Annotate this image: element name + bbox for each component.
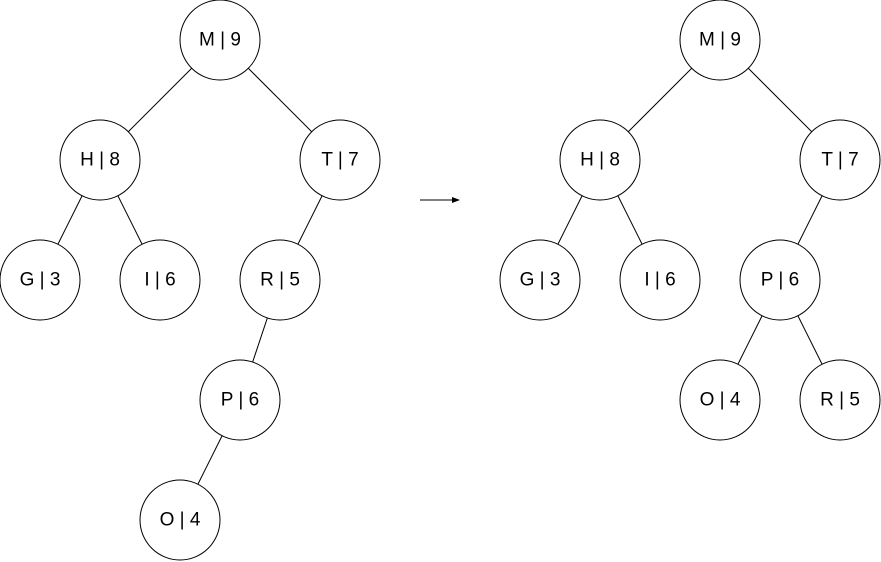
node-circle [179,0,261,81]
node-circle [59,119,141,201]
tree-edge-before-H-G [57,195,83,245]
tree-node-after-R: R | 5 [799,359,881,441]
node-label: I | 6 [144,270,175,291]
node-label: R | 5 [260,270,300,291]
node-circle [0,239,81,321]
tree-node-before-G: G | 3 [0,239,81,321]
tree-node-before-I: I | 6 [119,239,201,321]
node-label: O | 4 [700,390,741,411]
tree-edge-before-R-P [252,317,268,363]
tree-node-after-O: O | 4 [679,359,761,441]
tree-edge-before-H-I [117,195,143,245]
tree-node-after-G: G | 3 [499,239,581,321]
tree-edge-before-P-O [197,435,223,485]
node-circle [139,479,221,561]
tree-node-before-O: O | 4 [139,479,221,561]
tree-edge-after-H-I [617,195,643,245]
node-circle [679,0,761,81]
node-label: T | 7 [321,150,358,171]
node-label: I | 6 [644,270,675,291]
node-circle [199,359,281,441]
node-circle [619,239,701,321]
node-circle [679,359,761,441]
edges-layer [57,67,823,485]
tree-node-before-P: P | 6 [199,359,281,441]
node-circle [559,119,641,201]
tree-node-before-H: H | 8 [59,119,141,201]
tree-node-before-R: R | 5 [239,239,321,321]
tree-node-before-T: T | 7 [299,119,381,201]
tree-edge-after-P-R [797,315,823,365]
tree-node-after-P: P | 6 [739,239,821,321]
node-circle [739,239,821,321]
node-circle [799,359,881,441]
tree-node-after-I: I | 6 [619,239,701,321]
node-circle [239,239,321,321]
node-label: R | 5 [820,390,860,411]
node-label: O | 4 [160,510,201,531]
node-circle [499,239,581,321]
node-circle [799,119,881,201]
tree-edge-after-T-P [797,195,823,245]
node-label: M | 9 [699,30,741,51]
node-label: H | 8 [580,150,620,171]
tree-node-after-H: H | 8 [559,119,641,201]
node-label: T | 7 [821,150,858,171]
tree-edge-after-M-T [747,67,813,133]
node-label: G | 3 [20,270,61,291]
node-circle [299,119,381,201]
node-circle [119,239,201,321]
node-label: P | 6 [761,270,799,291]
tree-edge-after-P-O [737,315,763,365]
node-label: H | 8 [80,150,120,171]
tree-node-before-M: M | 9 [179,0,261,81]
tree-edge-before-M-H [127,67,193,133]
node-label: P | 6 [221,390,259,411]
node-label: M | 9 [199,30,241,51]
tree-node-after-M: M | 9 [679,0,761,81]
tree-edge-before-T-R [297,195,323,245]
tree-edge-before-M-T [247,67,313,133]
tree-edge-after-H-G [557,195,583,245]
tree-node-after-T: T | 7 [799,119,881,201]
node-label: G | 3 [520,270,561,291]
tree-edge-after-M-H [627,67,693,133]
